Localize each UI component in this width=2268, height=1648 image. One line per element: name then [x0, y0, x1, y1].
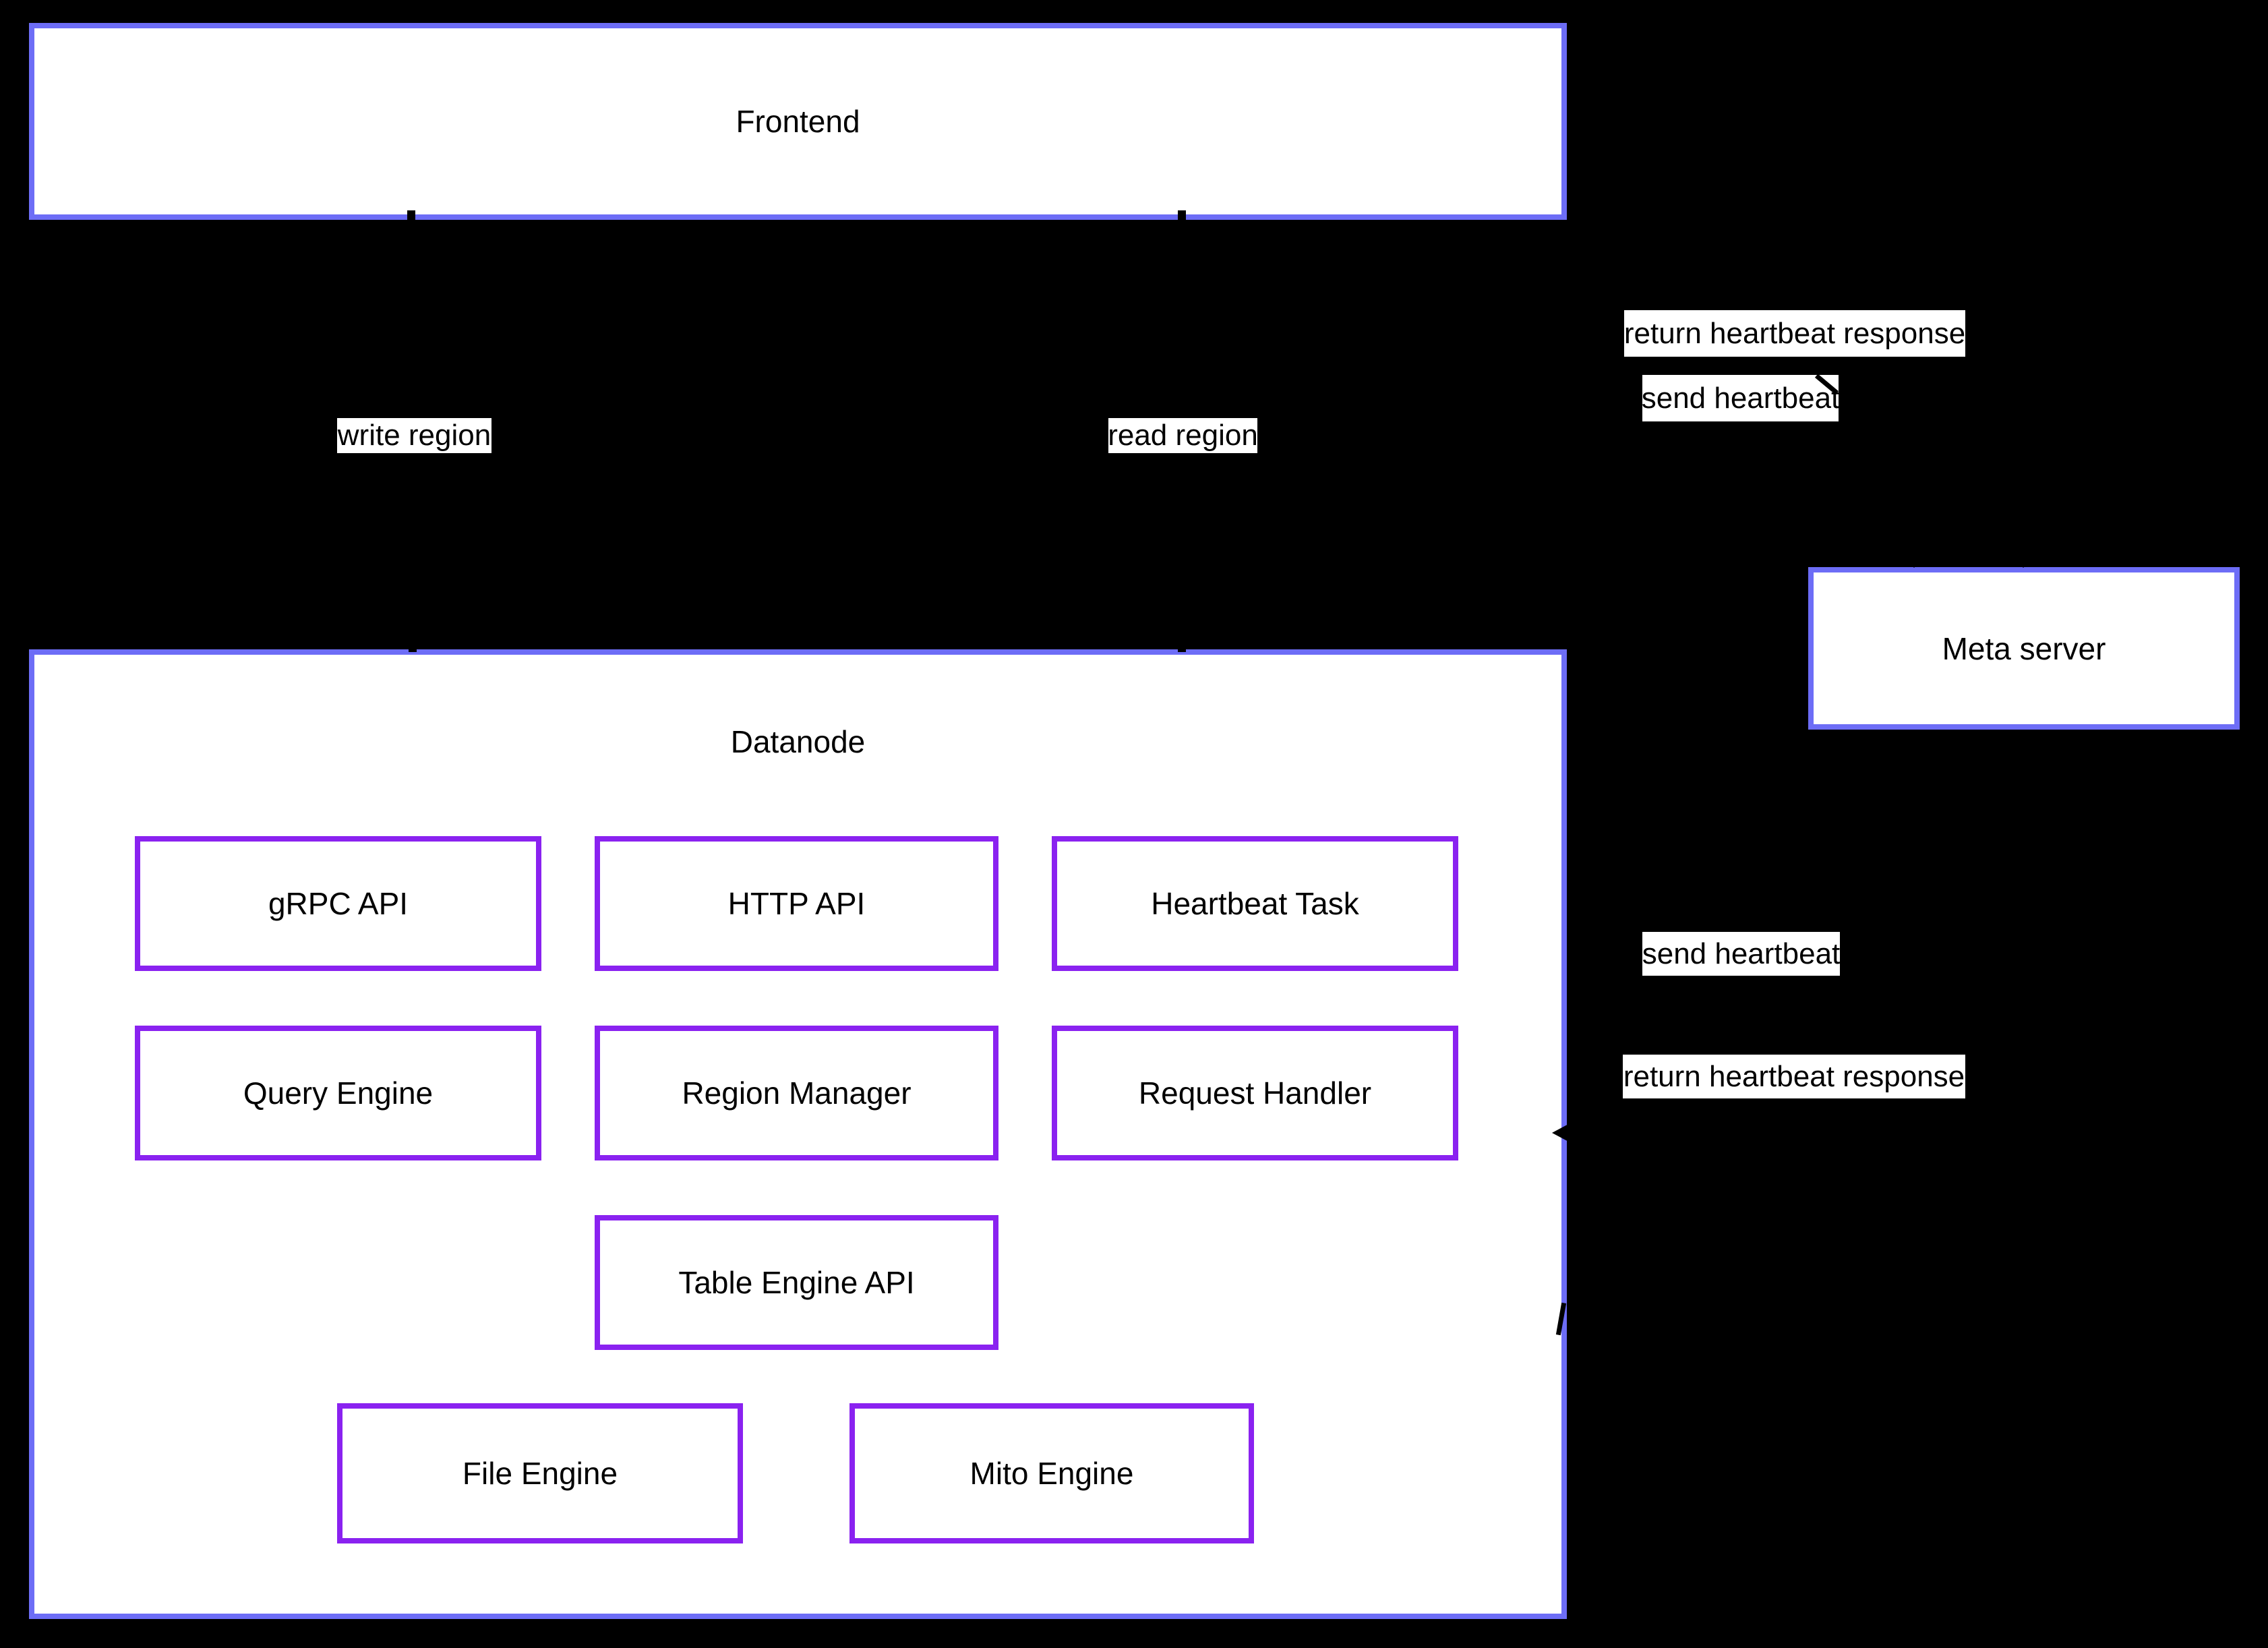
edge-label-read-region: read region	[1108, 418, 1258, 453]
edge-label-send-heartbeat-mid: send heartbeat	[1642, 932, 1840, 976]
arrowhead-into-datanode-icon	[1552, 1122, 1572, 1144]
file-engine-node: File Engine	[337, 1403, 743, 1543]
query-engine-node: Query Engine	[135, 1026, 541, 1160]
arrow-stub-frontend-read	[1178, 210, 1186, 221]
arrow-stub-frontend-write	[407, 210, 415, 221]
arrowhead-meta-bottom-right-icon	[2013, 730, 2033, 739]
table-engine-api-label: Table Engine API	[678, 1265, 915, 1300]
datanode-label: Datanode	[730, 724, 866, 759]
request-handler-label: Request Handler	[1138, 1076, 1372, 1111]
mito-engine-node: Mito Engine	[849, 1403, 1254, 1543]
meta-server-label: Meta server	[1942, 630, 2106, 666]
edge-label-return-heartbeat-response-top: return heartbeat response	[1624, 310, 1965, 357]
region-manager-node: Region Manager	[595, 1026, 998, 1160]
frontend-label: Frontend	[736, 104, 860, 139]
arrow-stub-datanode-write	[409, 641, 417, 652]
arrow-stub-datanode-read	[1178, 641, 1186, 652]
http-api-label: HTTP API	[727, 886, 866, 921]
grpc-api-label: gRPC API	[268, 886, 409, 921]
mito-engine-label: Mito Engine	[969, 1456, 1134, 1491]
grpc-api-node: gRPC API	[135, 836, 541, 971]
heartbeat-task-node: Heartbeat Task	[1052, 836, 1458, 971]
edge-label-return-heartbeat-response-mid: return heartbeat response	[1623, 1055, 1965, 1098]
edge-label-send-heartbeat-top: send heartbeat	[1642, 375, 1839, 421]
edge-label-write-region: write region	[337, 418, 491, 453]
arrowhead-meta-bottom-left-icon	[1904, 730, 1924, 739]
request-handler-node: Request Handler	[1052, 1026, 1458, 1160]
query-engine-label: Query Engine	[243, 1076, 434, 1111]
arrowhead-meta-top-right-icon	[2013, 558, 2033, 568]
heartbeat-task-label: Heartbeat Task	[1151, 886, 1359, 921]
file-engine-label: File Engine	[462, 1456, 618, 1491]
arrowhead-meta-top-left-icon	[1904, 558, 1924, 568]
datanode-node: Datanode gRPC API HTTP API Heartbeat Tas…	[29, 649, 1567, 1619]
http-api-node: HTTP API	[595, 836, 998, 971]
region-manager-label: Region Manager	[682, 1076, 912, 1111]
meta-server-node: Meta server	[1808, 567, 2240, 730]
frontend-node: Frontend	[29, 23, 1567, 220]
table-engine-api-node: Table Engine API	[595, 1215, 998, 1350]
